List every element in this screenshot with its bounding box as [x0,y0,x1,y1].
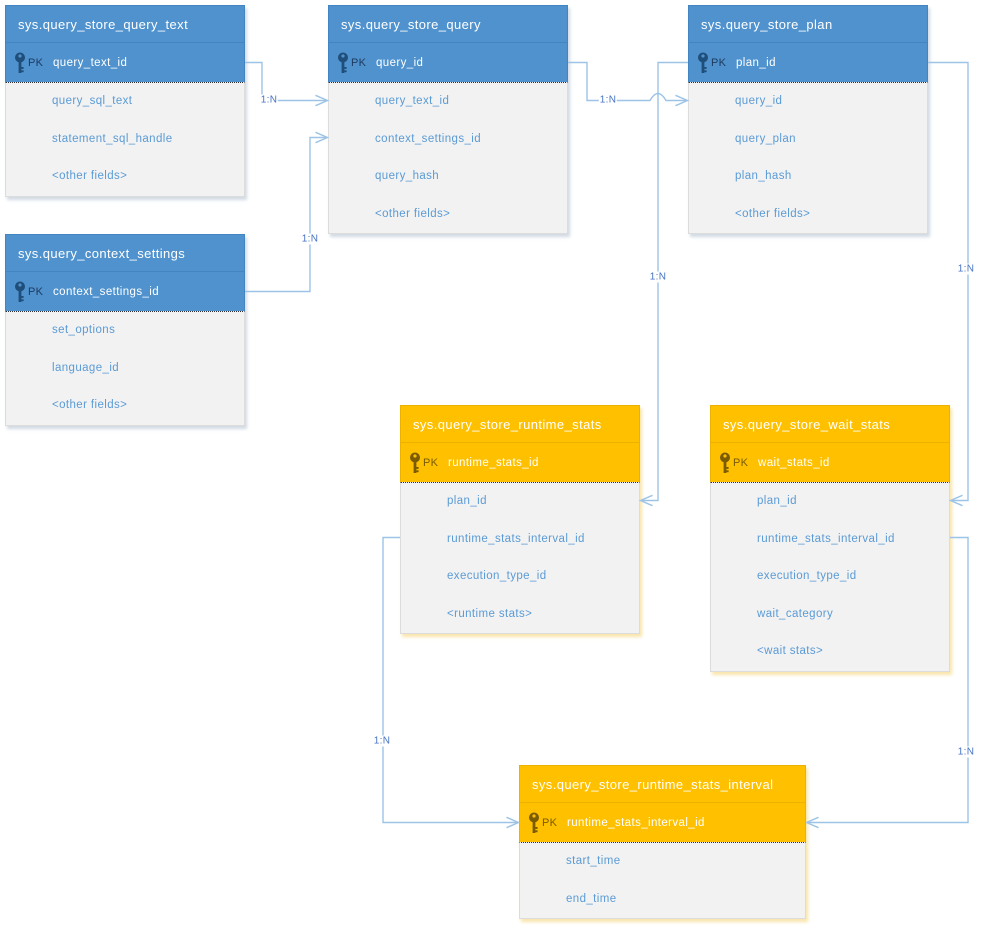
cardinality-label: 1:N [300,233,320,245]
entity-query-store-plan: sys.query_store_plan PK plan_id query_id… [688,5,928,234]
entity-query-store-runtime-stats: sys.query_store_runtime_stats PK runtime… [400,405,640,634]
field-name: <wait stats> [757,645,824,657]
field-list: start_time end_time [519,842,806,919]
pk-field-name: query_id [376,56,424,69]
primary-key-icon [337,52,349,74]
field-name: execution_type_id [447,570,547,582]
pk-label: PK [28,56,44,69]
field-name: query_id [735,95,783,107]
primary-key-row: PK runtime_stats_id [400,443,640,482]
entity-title: sys.query_store_wait_stats [710,405,950,443]
pk-field-name: runtime_stats_id [448,456,539,469]
entity-title: sys.query_store_runtime_stats [400,405,640,443]
field-name: wait_category [757,607,834,620]
primary-key-row: PK wait_stats_id [710,443,950,482]
field-list: query_text_id context_settings_id query_… [328,82,568,234]
primary-key-icon [719,452,731,474]
pk-label: PK [733,456,749,469]
pk-label: PK [542,816,558,829]
pk-label: PK [711,56,727,69]
pk-field-name: query_text_id [53,56,128,69]
field-name: context_settings_id [375,132,482,145]
field-name: <other fields> [375,207,451,220]
primary-key-icon [528,812,540,834]
entity-title: sys.query_store_plan [688,5,928,43]
field-name: <runtime stats> [447,607,533,620]
field-name: statement_sql_handle [52,132,173,145]
field-name: query_hash [375,170,440,182]
primary-key-icon [697,52,709,74]
field-name: runtime_stats_interval_id [757,532,895,545]
field-name: query_text_id [375,95,450,107]
entity-query-context-settings: sys.query_context_settings PK context_se… [5,234,245,426]
entity-title: sys.query_context_settings [5,234,245,272]
entity-query-store-runtime-stats-interval: sys.query_store_runtime_stats_interval P… [519,765,806,919]
cardinality-label: 1:N [259,94,279,106]
primary-key-icon [409,452,421,474]
entity-title: sys.query_store_query_text [5,5,245,43]
field-name: plan_id [757,495,797,507]
field-list: plan_id runtime_stats_interval_id execut… [710,482,950,672]
field-name: <other fields> [52,170,128,182]
field-list: query_id query_plan plan_hash <other fie… [688,82,928,234]
entity-query-store-query: sys.query_store_query PK query_id query_… [328,5,568,234]
field-name: plan_hash [735,170,792,182]
pk-label: PK [423,456,439,469]
field-name: query_plan [735,132,796,145]
pk-field-name: wait_stats_id [758,456,830,469]
primary-key-row: PK query_text_id [5,43,245,82]
field-name: end_time [566,892,617,905]
entity-query-store-wait-stats: sys.query_store_wait_stats PK wait_stats… [710,405,950,672]
cardinality-label: 1:N [598,94,618,106]
field-name: set_options [52,324,116,336]
pk-field-name: runtime_stats_interval_id [567,816,705,829]
primary-key-row: PK plan_id [688,43,928,82]
field-list: plan_id runtime_stats_interval_id execut… [400,482,640,634]
primary-key-icon [14,52,26,74]
pk-field-name: plan_id [736,56,776,69]
primary-key-row: PK runtime_stats_interval_id [519,803,806,842]
field-name: query_sql_text [52,95,133,107]
pk-label: PK [28,285,44,298]
pk-label: PK [351,56,367,69]
field-name: start_time [566,855,621,867]
field-name: execution_type_id [757,570,857,582]
primary-key-row: PK context_settings_id [5,272,245,311]
field-name: language_id [52,361,120,374]
field-name: <other fields> [52,399,128,411]
primary-key-icon [14,281,26,303]
field-list: query_sql_text statement_sql_handle <oth… [5,82,245,197]
cardinality-label: 1:N [956,746,976,758]
cardinality-label: 1:N [648,271,668,283]
cardinality-label: 1:N [956,263,976,275]
field-name: plan_id [447,495,487,507]
pk-field-name: context_settings_id [53,285,160,298]
entity-query-store-query-text: sys.query_store_query_text PK query_text… [5,5,245,197]
cardinality-label: 1:N [372,735,392,747]
field-list: set_options language_id <other fields> [5,311,245,426]
field-name: <other fields> [735,207,811,220]
entity-title: sys.query_store_runtime_stats_interval [519,765,806,803]
primary-key-row: PK query_id [328,43,568,82]
entity-title: sys.query_store_query [328,5,568,43]
field-name: runtime_stats_interval_id [447,532,585,545]
